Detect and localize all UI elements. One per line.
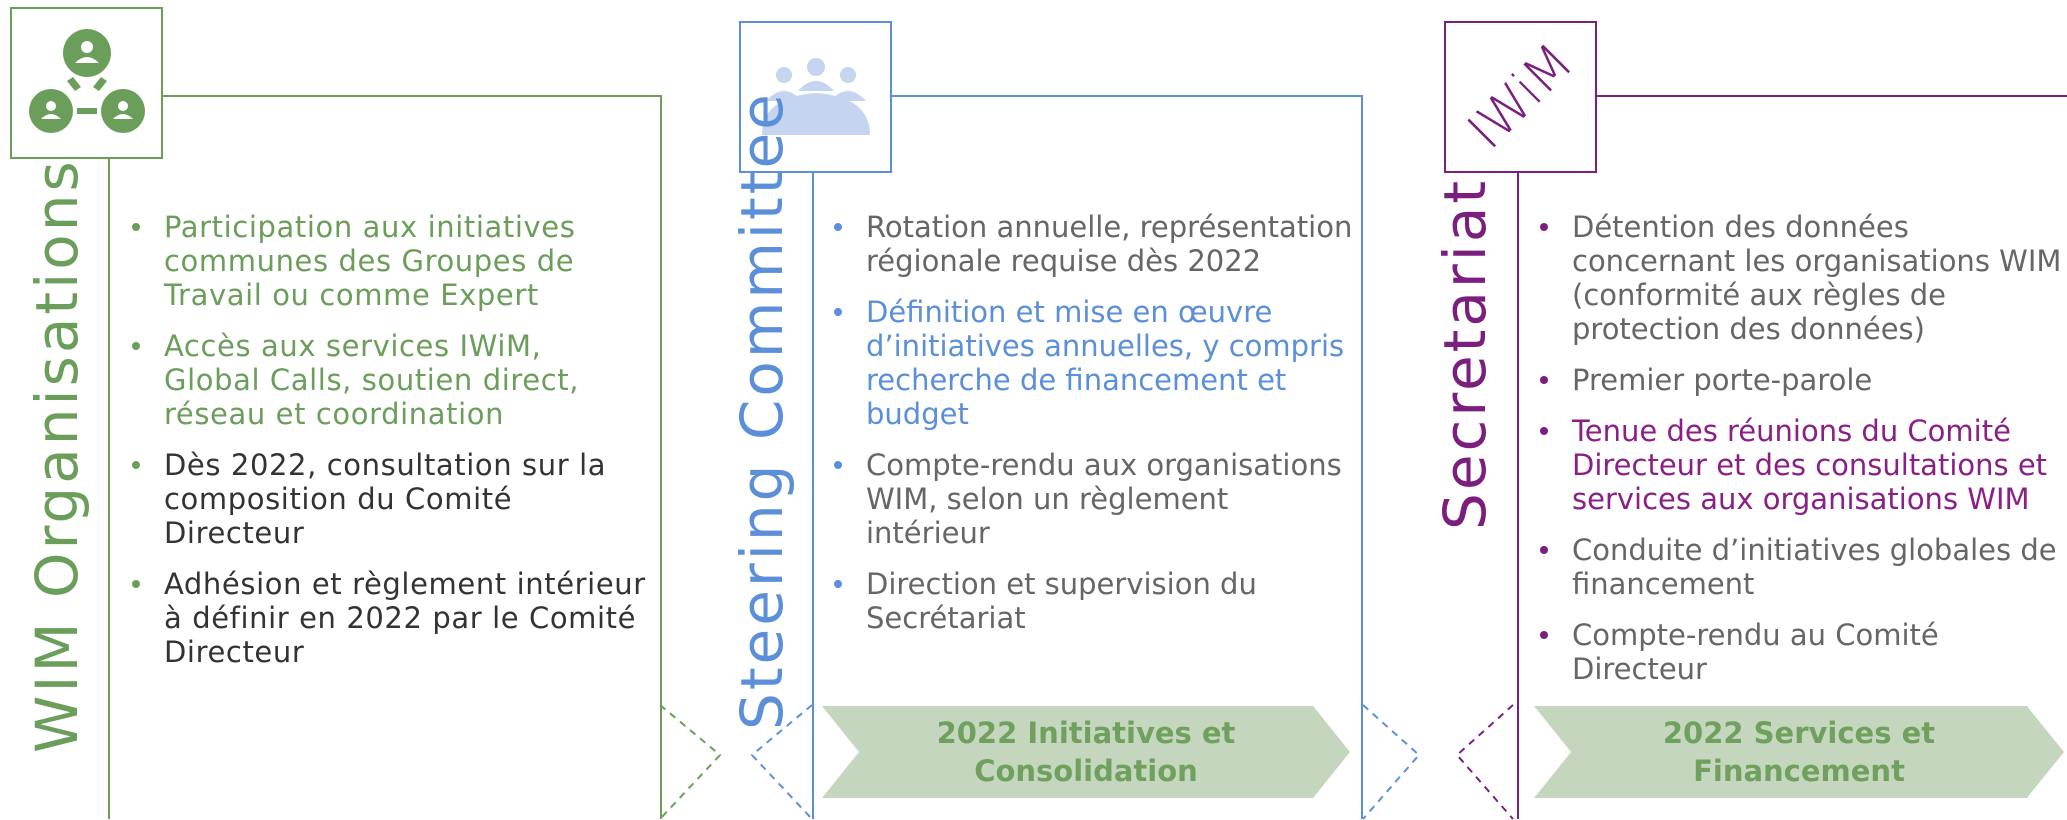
frame-left-line: [108, 158, 110, 819]
frame-top-line: [890, 95, 1363, 97]
list-item: Compte-rendu aux organisations WIM, selo…: [828, 448, 1353, 550]
frame-right-line: [660, 95, 662, 819]
list-item: Compte-rendu au Comité Directeur: [1534, 618, 2064, 686]
phase-banner-label: 2022 Initiatives et Consolidation: [936, 716, 1236, 788]
frame-left-line: [1517, 172, 1519, 819]
list-item: Dès 2022, consultation sur la compositio…: [126, 448, 646, 550]
column-title: WIM Organisations: [23, 158, 91, 753]
frame-right-line: [1361, 95, 1363, 819]
phase-banner: 2022 Initiatives et Consolidation: [822, 706, 1350, 798]
list-item: Définition et mise en œuvre d’initiative…: [828, 295, 1353, 431]
list-item: Tenue des réunions du Comité Directeur e…: [1534, 414, 2064, 516]
bullet-list: Rotation annuelle, représentation région…: [828, 210, 1353, 652]
bullet-list: Détention des données concernant les org…: [1534, 210, 2064, 703]
phase-banner-label: 2022 Services et Financement: [1662, 716, 1936, 788]
list-item: Conduite d’initiatives globales de finan…: [1534, 533, 2064, 601]
column-title: Secretariat: [1431, 177, 1499, 530]
list-item: Détention des données concernant les org…: [1534, 210, 2064, 346]
icon-box: [10, 7, 163, 159]
icon-box: IWiM: [1444, 21, 1597, 173]
connector-dashed-2: [1362, 704, 1514, 820]
list-item: Accès aux services IWiM, Global Calls, s…: [126, 329, 646, 431]
phase-banner: 2022 Services et Financement: [1534, 706, 2064, 798]
column-title: Steering Committee: [728, 91, 796, 730]
frame-left-line: [812, 172, 814, 819]
connector-dashed-1: [659, 704, 813, 820]
frame-top-line: [1596, 95, 2067, 97]
icon-box: [739, 21, 892, 173]
list-item: Rotation annuelle, représentation région…: [828, 210, 1353, 278]
frame-top-line: [160, 95, 662, 97]
iwim-logo-icon: IWiM: [1456, 33, 1585, 161]
list-item: Direction et supervision du Secrétariat: [828, 567, 1353, 635]
meeting-table-icon: [761, 58, 870, 135]
list-item: Premier porte-parole: [1534, 363, 2064, 397]
list-item: Adhésion et règlement intérieur à défini…: [126, 567, 646, 669]
list-item: Participation aux initiatives communes d…: [126, 210, 646, 312]
group-network-icon: [28, 29, 145, 133]
bullet-list: Participation aux initiatives communes d…: [126, 210, 646, 686]
